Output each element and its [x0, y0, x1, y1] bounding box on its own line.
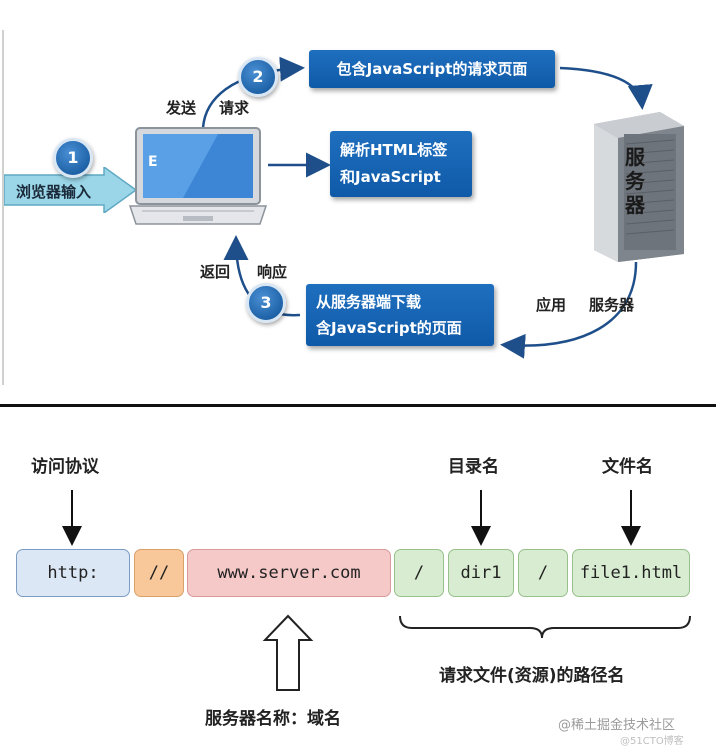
- arrow-to-server: [559, 66, 653, 110]
- download-page-box: 从服务器端下载 含JavaScript的页面: [306, 284, 494, 346]
- arrow-send-request: [201, 56, 305, 129]
- parse-line-2: 和JavaScript: [340, 168, 441, 186]
- server-icon: [590, 104, 688, 262]
- watermark: @稀土掘金技术社区: [558, 718, 676, 733]
- directory-label: 目录名: [448, 457, 499, 477]
- url-slash-segment-2: /: [518, 549, 568, 597]
- app-server-label: 服务器: [589, 296, 635, 314]
- step-1-badge: 1: [53, 138, 93, 178]
- request-page-box: 包含JavaScript的请求页面: [309, 50, 555, 88]
- server-name-label: 服务器名称：域名: [205, 709, 341, 729]
- return-label: 返回: [200, 263, 231, 281]
- url-slash-segment-1: /: [394, 549, 444, 597]
- left-border-line: [2, 30, 4, 385]
- url-arrows: [62, 490, 691, 691]
- browser-input-arrow: [4, 167, 138, 213]
- server-label: 服 务 器: [620, 145, 650, 217]
- laptop-screen-letter: E: [148, 154, 158, 170]
- response-label: 响应: [257, 263, 288, 281]
- request-label: 请求: [219, 99, 250, 117]
- server-char-2: 务: [625, 169, 645, 193]
- url-slashes-segment: //: [134, 549, 184, 597]
- top-diagram: 浏览器输入 1 E 发送 请求 2 包含JavaScript的请求页面 解析HT…: [2, 30, 688, 385]
- download-line-1: 从服务器端下载: [316, 293, 422, 311]
- url-domain-segment: www.server.com: [187, 549, 391, 597]
- url-directory-segment: dir1: [448, 549, 514, 597]
- filename-label: 文件名: [602, 457, 653, 477]
- arrow-from-server: [500, 261, 638, 359]
- url-filename-segment: file1.html: [572, 549, 690, 597]
- watermark-2: @51CTO博客: [620, 736, 684, 747]
- request-page-text: 包含JavaScript的请求页面: [336, 60, 528, 78]
- browser-input-label: 浏览器输入: [16, 183, 92, 201]
- section-divider: [0, 404, 716, 407]
- server-name-arrow: [262, 614, 314, 691]
- server-char-3: 器: [625, 193, 645, 217]
- url-protocol-segment: http:: [16, 549, 130, 597]
- download-line-2: 含JavaScript的页面: [316, 319, 462, 337]
- send-label: 发送: [166, 99, 197, 117]
- laptop-icon: E: [128, 126, 270, 234]
- server-char-1: 服: [625, 145, 645, 169]
- step-3-badge: 3: [246, 283, 286, 323]
- app-label: 应用: [536, 296, 567, 314]
- parse-line-1: 解析HTML标签: [340, 141, 448, 159]
- parse-box: 解析HTML标签 和JavaScript: [330, 131, 472, 197]
- step-2-badge: 2: [238, 57, 278, 97]
- path-brace: [399, 615, 691, 639]
- path-label: 请求文件(资源)的路径名: [439, 666, 625, 686]
- protocol-label: 访问协议: [31, 457, 99, 477]
